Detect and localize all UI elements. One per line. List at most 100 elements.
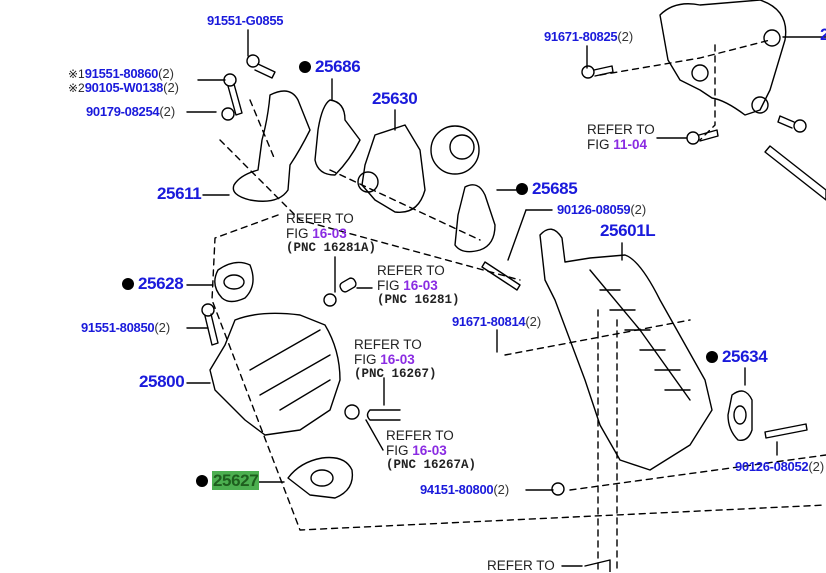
hose-16281 [339, 277, 357, 293]
clamp-16281a [323, 293, 337, 307]
callout-25627[interactable]: 25627 [196, 471, 260, 490]
fig-link[interactable]: 16-03 [380, 352, 415, 367]
callout-25685[interactable]: 25685 [516, 179, 578, 198]
part-94151-80800[interactable]: 94151-80800 [420, 482, 494, 497]
callout-25686[interactable]: 25686 [299, 57, 361, 76]
callout-90105-w0138[interactable]: ※290105-W0138(2) [68, 80, 179, 96]
part-right-edge[interactable]: 2 [820, 25, 826, 44]
fitting-bottom [584, 559, 611, 572]
egr-valve-25630 [357, 124, 480, 214]
callout-91671-80825[interactable]: 91671-80825(2) [544, 30, 633, 44]
gasket-25628 [214, 261, 254, 303]
part-91551-80850[interactable]: 91551-80850 [81, 320, 155, 335]
new-part-dot-icon [706, 351, 718, 363]
callout-90179-08254[interactable]: 90179-08254(2) [86, 105, 175, 119]
part-91671-80825[interactable]: 91671-80825 [544, 29, 618, 44]
callout-91551-80850[interactable]: 91551-80850(2) [81, 321, 170, 335]
nut-94151-80800 [551, 482, 565, 496]
gasket-25627 [287, 456, 354, 499]
refer-to-text: REFER TO [354, 337, 422, 352]
fig-link[interactable]: 11-04 [613, 137, 648, 152]
new-part-dot-icon [122, 278, 134, 290]
reference-fig-11-04[interactable]: REFER TO FIG 11-04 [587, 122, 655, 152]
quantity: (2) [493, 482, 510, 497]
stud-90126-08059 [481, 261, 521, 291]
part-25601l[interactable]: 25601L [600, 221, 656, 240]
callout-25628[interactable]: 25628 [122, 274, 184, 293]
assembly-lines [211, 39, 826, 572]
part-90126-08052[interactable]: 90126-08052 [735, 459, 809, 474]
fig-link[interactable]: 16-03 [403, 278, 438, 293]
bolt-91551-80860 [223, 73, 243, 116]
fig-prefix: FIG [286, 226, 313, 241]
part-25800[interactable]: 25800 [139, 372, 185, 391]
part-91551-g0855[interactable]: 91551-G0855 [207, 13, 284, 28]
fig-prefix: FIG [386, 443, 413, 458]
gasket-25685 [454, 184, 496, 253]
pnc-code: (PNC 16267) [354, 367, 437, 381]
refer-to-text: REFER TO [286, 211, 354, 226]
new-part-dot-icon [299, 61, 311, 73]
new-part-dot-icon [196, 475, 208, 487]
note-mark: ※1 [68, 67, 85, 81]
hose-16267 [366, 409, 401, 421]
part-25634[interactable]: 25634 [722, 347, 768, 366]
part-25611[interactable]: 25611 [157, 184, 202, 203]
part-25685[interactable]: 25685 [532, 179, 578, 198]
pnc-code: (PNC 16281) [377, 293, 460, 307]
pipe-right-edge [764, 145, 826, 201]
reference-pnc-16281a[interactable]: REFER TO FIG 16-03 (PNC 16281A) [286, 211, 376, 256]
note-mark: ※2 [68, 81, 85, 95]
nut-90179-08254 [221, 107, 235, 121]
clamp-16267a [344, 404, 360, 420]
quantity: (2) [154, 320, 171, 335]
part-25627-highlighted[interactable]: 25627 [212, 471, 260, 490]
bolt-91671-80825 [581, 65, 614, 79]
callout-91551-80860[interactable]: ※191551-80860(2) [68, 66, 174, 82]
fig-link[interactable]: 16-03 [412, 443, 447, 458]
part-91671-80814[interactable]: 91671-80814 [452, 314, 526, 329]
egr-cooler-25601L [539, 228, 713, 471]
callout-94151-80800[interactable]: 94151-80800(2) [420, 483, 509, 497]
pnc-code: (PNC 16267A) [386, 458, 477, 472]
part-25630[interactable]: 25630 [372, 89, 418, 108]
quantity: (2) [617, 29, 634, 44]
new-part-dot-icon [516, 183, 528, 195]
reference-bottom[interactable]: REFER TO [487, 558, 555, 573]
throttle-body-25800 [209, 312, 341, 436]
callout-91671-80814[interactable]: 91671-80814(2) [452, 315, 541, 329]
leader-lines [186, 29, 826, 567]
bolt-91551-g0855 [246, 54, 276, 79]
part-90179-08254[interactable]: 90179-08254 [86, 104, 160, 119]
quantity: (2) [159, 104, 176, 119]
part-25686[interactable]: 25686 [315, 57, 361, 76]
refer-to-text: REFER TO [386, 428, 454, 443]
reference-pnc-16267[interactable]: REFER TO FIG 16-03 (PNC 16267) [354, 337, 437, 382]
fig-prefix: FIG [377, 278, 404, 293]
quantity: (2) [163, 80, 179, 95]
callout-90126-08059[interactable]: 90126-08059(2) [557, 203, 646, 217]
bolt-91551-80850 [201, 303, 219, 346]
pnc-code: (PNC 16281A) [286, 241, 377, 255]
reference-pnc-16267a[interactable]: REFER TO FIG 16-03 (PNC 16267A) [386, 428, 476, 473]
refer-to-text: REFER TO [587, 122, 655, 137]
callout-90126-08052[interactable]: 90126-08052(2) [735, 460, 824, 474]
part-90105-w0138[interactable]: 90105-W0138 [84, 80, 164, 95]
gasket-25686 [314, 99, 361, 176]
callout-25634[interactable]: 25634 [706, 347, 768, 366]
quantity: (2) [158, 66, 174, 81]
part-90126-08059[interactable]: 90126-08059 [557, 202, 631, 217]
bolt-right-edge [777, 115, 807, 133]
fig-link[interactable]: 16-03 [312, 226, 347, 241]
bracket-upper-right [659, 0, 787, 116]
reference-pnc-16281[interactable]: REFER TO FIG 16-03 (PNC 16281) [377, 263, 460, 308]
refer-to-text: REFER TO [487, 558, 555, 573]
quantity: (2) [525, 314, 542, 329]
flange-25611 [232, 90, 311, 202]
fig-prefix: FIG [587, 137, 614, 152]
part-25628[interactable]: 25628 [138, 274, 184, 293]
part-91551-80860[interactable]: 91551-80860 [84, 66, 159, 81]
gasket-25634 [727, 390, 753, 441]
quantity: (2) [630, 202, 647, 217]
